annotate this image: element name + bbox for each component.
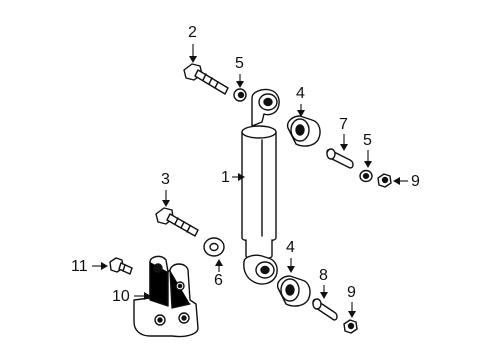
leader-lines (92, 44, 408, 318)
callout-6: 6 (214, 272, 223, 289)
lower-sleeve (312, 298, 338, 321)
callout-8: 8 (319, 267, 328, 284)
callout-5-upper-right: 5 (363, 132, 372, 149)
upper-bolt (183, 63, 229, 95)
callout-10: 10 (112, 288, 130, 305)
bracket-bolt (109, 257, 133, 275)
upper-washer-left (233, 88, 247, 102)
lower-washer (203, 237, 225, 257)
mounting-bracket (133, 255, 199, 338)
callout-9-upper: 9 (411, 173, 420, 190)
callout-3: 3 (161, 171, 170, 188)
shock-absorber (241, 88, 280, 285)
callout-4-lower: 4 (286, 239, 295, 256)
callout-2: 2 (188, 24, 197, 41)
upper-nut (377, 173, 392, 188)
upper-washer-right (359, 169, 373, 183)
callout-11: 11 (71, 258, 88, 275)
lower-bolt (155, 207, 199, 237)
callout-7: 7 (339, 116, 348, 133)
lower-nut (343, 319, 358, 334)
callout-1: 1 (221, 169, 230, 186)
callout-9-lower: 9 (347, 284, 356, 301)
callout-4-upper: 4 (296, 85, 305, 102)
upper-sleeve (326, 148, 354, 169)
lower-bushing (276, 275, 311, 307)
callout-5-upper-left: 5 (235, 55, 244, 72)
upper-bushing (286, 115, 321, 147)
